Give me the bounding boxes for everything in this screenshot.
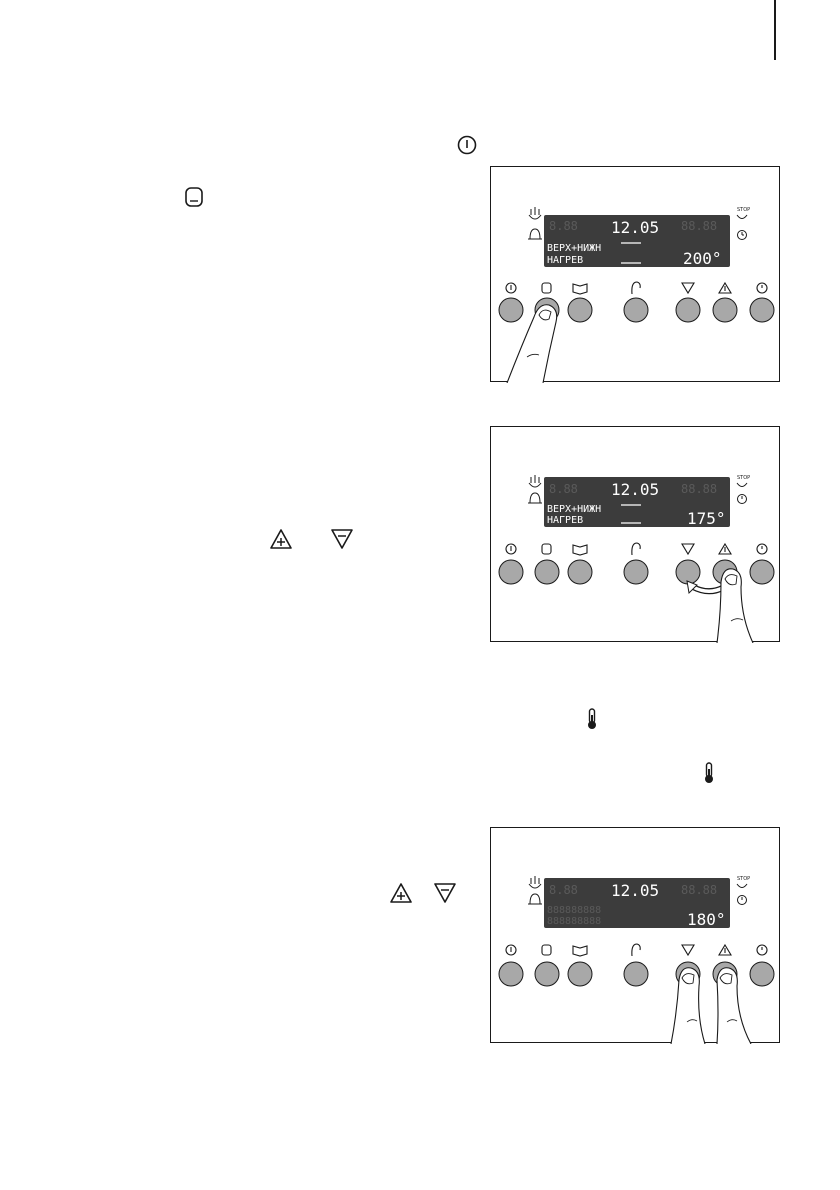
minus-button[interactable] [675, 559, 701, 585]
display-mode-line1: ВЕРХ+НИЖН [547, 504, 601, 515]
svg-text:888888888: 888888888 [547, 916, 601, 927]
display [544, 477, 730, 527]
display-time: 12.05 [611, 480, 659, 499]
power-button[interactable] [498, 297, 524, 323]
display-time: 12.05 [611, 218, 659, 237]
margin-rule [774, 0, 776, 60]
control-panel-figure-1: STOP 8.88 12.05 88.88 ВЕРХ+НИЖН НАГРЕВ 2… [490, 166, 780, 383]
finger-icon [506, 304, 558, 383]
svg-text:8.88: 8.88 [549, 219, 578, 233]
display-time: 12.05 [611, 881, 659, 900]
control-panel-figure-3: STOP 8.88 12.05 88.88 888888888 88888888… [490, 827, 780, 1044]
bell-icon [528, 893, 542, 905]
plus-icon [270, 529, 292, 549]
hand-timer-icon [528, 207, 542, 220]
probe-button[interactable] [623, 961, 649, 987]
book-icon [572, 544, 588, 556]
svg-text:88.88: 88.88 [681, 883, 717, 897]
clock-icon [756, 543, 768, 555]
mode-icon [541, 282, 552, 294]
plus-icon [718, 281, 732, 294]
hand-timer-icon [528, 475, 542, 488]
stop-icon: STOP [736, 207, 750, 219]
power-icon [457, 135, 477, 155]
svg-text:888888888: 888888888 [547, 905, 601, 916]
stop-icon: STOP [736, 876, 750, 888]
book-button[interactable] [567, 559, 593, 585]
power-button[interactable] [498, 961, 524, 987]
display-temperature: 180° [687, 910, 726, 929]
hand-timer-icon [528, 876, 542, 889]
bell-icon [528, 228, 542, 240]
probe-button[interactable] [623, 297, 649, 323]
display-temperature: 175° [687, 509, 726, 528]
clock-button[interactable] [749, 297, 775, 323]
svg-text:8.88: 8.88 [549, 482, 578, 496]
mode-button[interactable] [534, 961, 560, 987]
book-button[interactable] [567, 297, 593, 323]
power-icon [505, 944, 517, 956]
book-button[interactable] [567, 961, 593, 987]
plus-icon [390, 883, 412, 903]
finger-icon [716, 568, 754, 643]
mode-button[interactable] [534, 559, 560, 585]
plus-icon [718, 542, 732, 555]
minus-icon [681, 282, 695, 295]
svg-text:STOP: STOP [737, 475, 750, 481]
display [544, 878, 730, 928]
control-panel-figure-2: STOP 8.88 12.05 88.88 ВЕРХ+НИЖН НАГРЕВ 1… [490, 426, 780, 643]
plus-icon [718, 943, 732, 956]
minus-icon [331, 529, 353, 549]
minus-icon [681, 543, 695, 556]
minus-icon [681, 944, 695, 957]
power-icon [505, 543, 517, 555]
plus-button[interactable] [712, 297, 738, 323]
clock-icon [756, 282, 768, 294]
display [544, 215, 730, 267]
clock-icon [737, 230, 747, 240]
minus-button[interactable] [675, 297, 701, 323]
book-icon [572, 283, 588, 295]
thermometer-icon [705, 762, 713, 783]
svg-text:88.88: 88.88 [681, 219, 717, 233]
clock-button[interactable] [749, 961, 775, 987]
mode-icon [185, 187, 203, 207]
display-temperature: 200° [683, 249, 722, 268]
finger-icon [670, 967, 706, 1044]
probe-icon [631, 943, 641, 957]
mode-icon [541, 944, 552, 956]
stop-icon: STOP [736, 475, 750, 487]
thermometer-icon [588, 708, 596, 729]
power-button[interactable] [498, 559, 524, 585]
clock-icon [737, 494, 747, 504]
display-mode-line1: ВЕРХ+НИЖН [547, 243, 601, 254]
probe-icon [631, 542, 641, 556]
probe-button[interactable] [623, 559, 649, 585]
bell-icon [528, 492, 542, 504]
probe-icon [631, 281, 641, 295]
mode-icon [541, 543, 552, 555]
clock-icon [737, 895, 747, 905]
book-icon [572, 945, 588, 957]
clock-icon [756, 944, 768, 956]
display-mode-line2: НАГРЕВ [547, 255, 583, 266]
clock-button[interactable] [749, 559, 775, 585]
svg-text:8.88: 8.88 [549, 883, 578, 897]
svg-text:STOP: STOP [737, 207, 750, 213]
display-mode-line2: НАГРЕВ [547, 515, 583, 526]
power-icon [505, 282, 517, 294]
svg-text:STOP: STOP [737, 876, 750, 882]
minus-icon [434, 883, 456, 903]
svg-text:88.88: 88.88 [681, 482, 717, 496]
